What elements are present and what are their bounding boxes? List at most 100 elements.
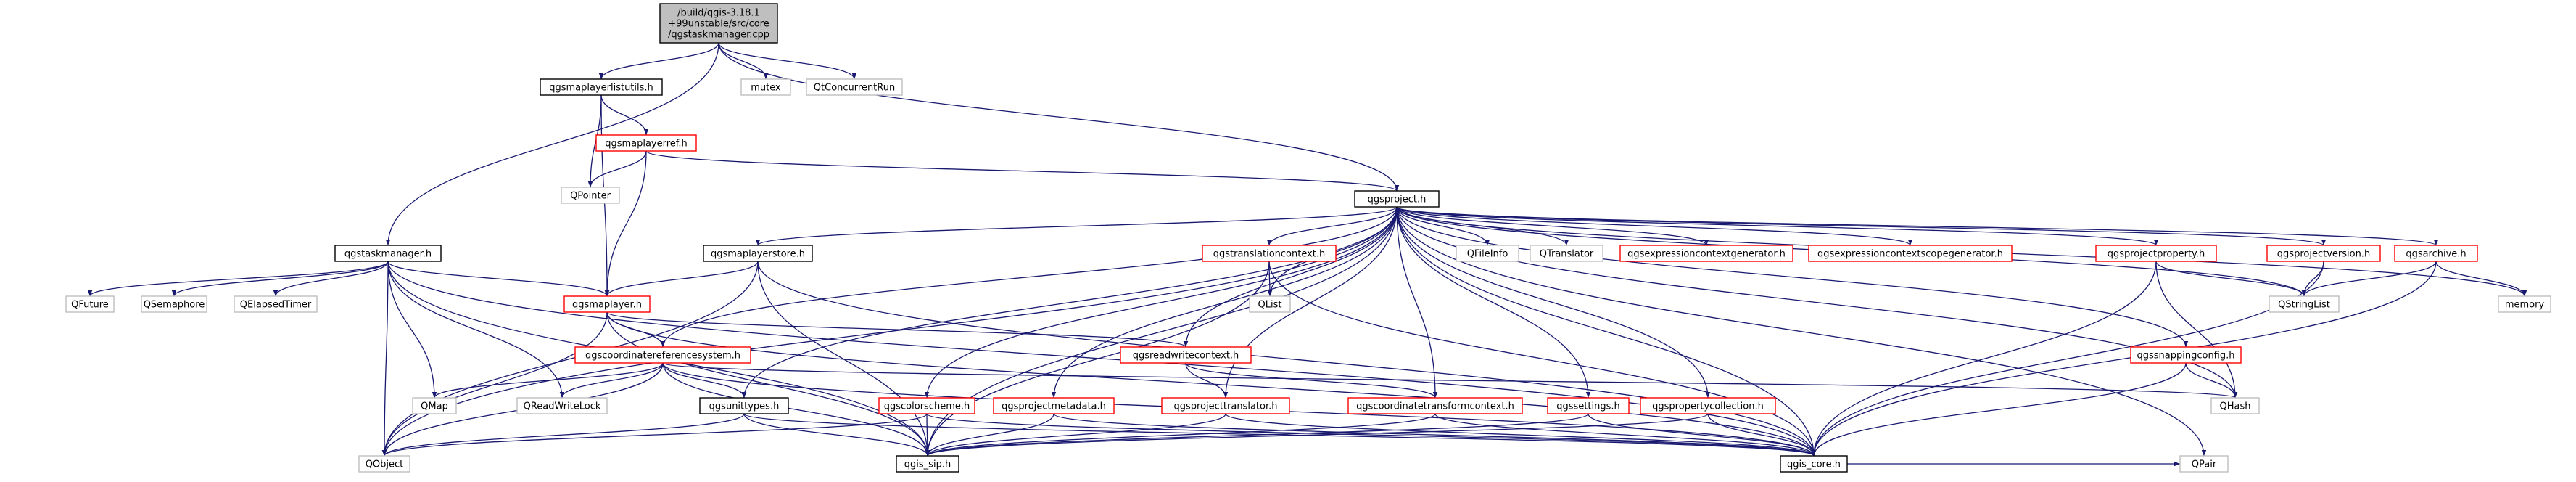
node-label: QtConcurrentRun bbox=[814, 83, 895, 94]
edge-project-to-sip bbox=[925, 206, 1398, 457]
edge-crs-to-unittypes bbox=[662, 362, 747, 399]
node-transctx[interactable]: qgstranslationcontext.h bbox=[1202, 245, 1337, 262]
node-label: /qgstaskmanager.cpp bbox=[668, 30, 769, 41]
node-qpointer: QPointer bbox=[561, 187, 620, 204]
edge-taskmgr-to-qfuture bbox=[87, 261, 389, 297]
node-exprgen[interactable]: qgsexpressioncontextgenerator.h bbox=[1619, 245, 1793, 262]
edge-unittypes-to-core bbox=[743, 413, 1816, 457]
edge-taskmgr-to-maplayer bbox=[387, 261, 610, 297]
edge-project-to-snapcfg bbox=[1396, 206, 2189, 348]
node-box bbox=[141, 295, 207, 313]
node-label: QObject bbox=[366, 459, 404, 470]
node-qhash: QHash bbox=[2210, 397, 2260, 414]
edge-projprop-to-qstringlist bbox=[2155, 261, 2307, 297]
edge-root-to-qtconc bbox=[718, 42, 857, 80]
node-projprop[interactable]: qgsprojectproperty.h bbox=[2095, 245, 2217, 262]
edge-root-to-project bbox=[718, 42, 1400, 192]
edge-project-to-projprop bbox=[1396, 206, 2158, 246]
edge-propcoll-to-core bbox=[1707, 413, 1817, 457]
node-label: qgscolorscheme.h bbox=[884, 401, 970, 412]
node-box bbox=[1249, 295, 1291, 313]
node-ctctx[interactable]: qgscoordinatetransformcontext.h bbox=[1347, 397, 1523, 414]
edge-layerstore-to-core bbox=[757, 261, 1817, 457]
node-projtrans[interactable]: qgsprojecttranslator.h bbox=[1161, 397, 1290, 414]
node-settings[interactable]: qgssettings.h bbox=[1547, 397, 1630, 414]
node-box bbox=[2394, 245, 2478, 262]
node-rwctx[interactable]: qgsreadwritecontext.h bbox=[1120, 346, 1252, 364]
node-propcoll[interactable]: qgspropertycollection.h bbox=[1640, 397, 1776, 414]
node-box bbox=[412, 397, 457, 414]
node-label: qgsarchive.h bbox=[2406, 249, 2466, 260]
node-exprscope[interactable]: qgsexpressioncontextscopegenerator.h bbox=[1808, 245, 2012, 262]
node-projmeta[interactable]: qgsprojectmetadata.h bbox=[993, 397, 1115, 414]
edge-archive-to-memory bbox=[2435, 261, 2527, 297]
node-box bbox=[358, 455, 410, 473]
node-projver[interactable]: qgsprojectversion.h bbox=[2266, 245, 2381, 262]
node-colorscheme[interactable]: qgscolorscheme.h bbox=[878, 397, 975, 414]
edge-project-to-ctctx bbox=[1396, 206, 1438, 399]
node-label: qgsexpressioncontextgenerator.h bbox=[1627, 249, 1786, 260]
edge-projver-to-core bbox=[1811, 261, 2324, 457]
node-box bbox=[540, 78, 663, 96]
edge-ctctx-to-core bbox=[1434, 413, 1817, 457]
node-project[interactable]: qgsproject.h bbox=[1354, 190, 1440, 208]
node-core[interactable]: qgis_core.h bbox=[1780, 455, 1848, 473]
node-box bbox=[516, 397, 608, 414]
node-qelapsed: QElapsedTimer bbox=[234, 295, 318, 313]
edge-unittypes-to-qobject bbox=[381, 413, 745, 457]
node-archive[interactable]: qgsarchive.h bbox=[2394, 245, 2478, 262]
node-label: qgsproject.h bbox=[1368, 195, 1427, 205]
node-layerstore[interactable]: qgsmaplayerstore.h bbox=[703, 245, 813, 262]
node-box bbox=[1456, 245, 1519, 262]
node-taskmgr[interactable]: qgstaskmanager.h bbox=[334, 245, 442, 262]
node-label: qgsprojecttranslator.h bbox=[1174, 401, 1278, 412]
node-box bbox=[806, 78, 903, 96]
edge-layerref-to-project bbox=[645, 150, 1399, 192]
edge-project-to-projver bbox=[1396, 206, 2326, 246]
node-box bbox=[878, 397, 975, 414]
edge-layerref-to-maplayer bbox=[604, 150, 647, 297]
edge-propcoll-to-sip bbox=[925, 413, 1709, 457]
node-layerref[interactable]: qgsmaplayerref.h bbox=[595, 134, 697, 152]
edge-project-to-unittypes bbox=[741, 206, 1398, 399]
node-layerutils[interactable]: qgsmaplayerlistutils.h bbox=[540, 78, 663, 96]
node-label: QList bbox=[1258, 300, 1282, 311]
header-nodes: /build/qgis-3.18.1+99unstable/src/core/q… bbox=[65, 3, 2551, 473]
node-box bbox=[1619, 245, 1793, 262]
edge-projver-to-qstringlist bbox=[2301, 261, 2324, 297]
node-maplayer[interactable]: qgsmaplayer.h bbox=[564, 295, 651, 313]
edge-project-to-qhash bbox=[1396, 206, 2238, 399]
node-box bbox=[2210, 397, 2260, 414]
node-label: qgsmaplayerlistutils.h bbox=[549, 83, 653, 94]
node-label: mutex bbox=[751, 83, 781, 94]
node-qfuture: QFuture bbox=[65, 295, 115, 313]
node-label: qgsexpressioncontextscopegenerator.h bbox=[1817, 249, 2003, 260]
node-label: +99unstable/src/core bbox=[668, 19, 769, 30]
node-box bbox=[2130, 346, 2242, 364]
edge-project-to-settings bbox=[1396, 206, 1591, 399]
node-label: qgssettings.h bbox=[1556, 401, 1620, 412]
node-box bbox=[1640, 397, 1776, 414]
edge-projprop-to-core bbox=[1811, 261, 2157, 457]
node-box bbox=[2269, 295, 2340, 313]
node-unittypes[interactable]: qgsunittypes.h bbox=[699, 397, 789, 414]
node-label: memory bbox=[2505, 300, 2545, 311]
node-crs[interactable]: qgscoordinatereferencesystem.h bbox=[574, 346, 751, 364]
node-box bbox=[2179, 455, 2229, 473]
node-qtranslator: QTranslator bbox=[1530, 245, 1603, 262]
edge-crs-to-qmap bbox=[432, 362, 664, 399]
node-qmap: QMap bbox=[412, 397, 457, 414]
edge-taskmgr-to-qmap bbox=[387, 261, 437, 399]
edge-project-to-archive bbox=[1396, 206, 2438, 246]
node-snapcfg[interactable]: qgssnappingconfig.h bbox=[2130, 346, 2242, 364]
node-box bbox=[2498, 295, 2551, 313]
node-box bbox=[993, 397, 1115, 414]
node-label: QSemaphore bbox=[144, 300, 205, 311]
node-label: QElapsedTimer bbox=[240, 300, 312, 311]
edge-project-to-qpair bbox=[1396, 206, 2207, 457]
node-sip[interactable]: qgis_sip.h bbox=[896, 455, 959, 473]
node-label: qgssnappingconfig.h bbox=[2137, 351, 2234, 362]
edge-project-to-propcoll bbox=[1396, 206, 1711, 399]
edge-rwctx-to-ctctx bbox=[1185, 362, 1438, 399]
edge-project-to-projmeta bbox=[1051, 206, 1398, 399]
